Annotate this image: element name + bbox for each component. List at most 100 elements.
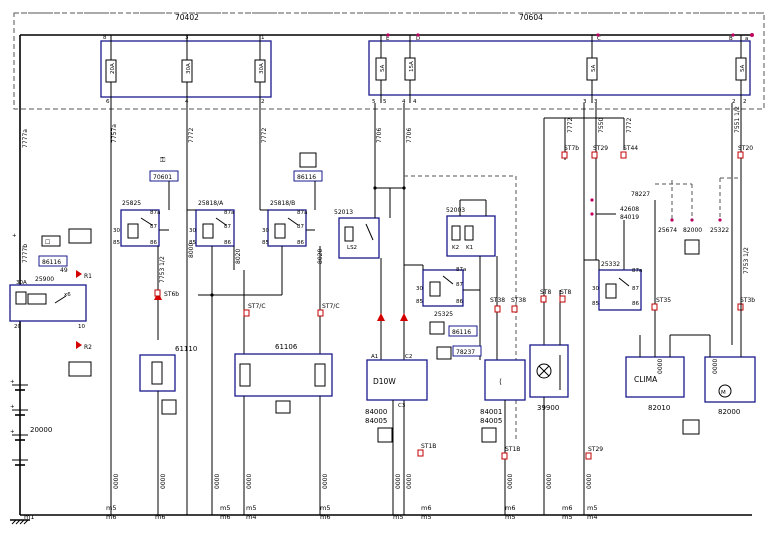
- svg-text:m5: m5: [393, 513, 403, 521]
- svg-text:52013: 52013: [334, 209, 353, 216]
- svg-text:84001: 84001: [480, 408, 502, 416]
- svg-text:7772: 7772: [567, 118, 574, 133]
- svg-text:D10W: D10W: [373, 377, 396, 386]
- svg-text:49: 49: [60, 267, 68, 274]
- svg-text:70601: 70601: [153, 174, 172, 181]
- svg-text:5: 5: [383, 99, 387, 105]
- svg-text:30: 30: [262, 228, 269, 234]
- svg-text:87a: 87a: [297, 210, 307, 216]
- svg-text:A1: A1: [371, 354, 378, 360]
- fuse-15a-d: 15A D 4 4: [402, 35, 420, 105]
- svg-text:K2: K2: [452, 245, 459, 251]
- svg-text:86: 86: [224, 240, 231, 246]
- svg-text:E: E: [386, 36, 390, 42]
- svg-text:25674: 25674: [658, 227, 677, 234]
- svg-text:7706: 7706: [376, 128, 383, 143]
- svg-text:87a: 87a: [456, 267, 466, 273]
- svg-text:ST7/C: ST7/C: [248, 303, 266, 310]
- svg-text:39900: 39900: [537, 404, 559, 412]
- fusebox-70604: [368, 40, 751, 96]
- connector-st6b: [154, 289, 161, 297]
- svg-text:78227: 78227: [631, 191, 650, 198]
- svg-text:8000: 8000: [188, 243, 195, 258]
- svg-text:7753 1/2: 7753 1/2: [159, 256, 166, 283]
- svg-text:0000: 0000: [395, 474, 402, 489]
- svg-text:m6: m6: [562, 504, 572, 512]
- svg-text:7706: 7706: [406, 128, 413, 143]
- svg-text:0000: 0000: [507, 474, 514, 489]
- svg-text:5: 5: [372, 99, 376, 105]
- svg-text:25818/B: 25818/B: [270, 200, 295, 207]
- motor-82000: M 82000: [704, 356, 756, 416]
- svg-text:25322: 25322: [710, 227, 729, 234]
- svg-text:20A: 20A: [110, 63, 116, 74]
- ref-86116-left: [38, 255, 68, 267]
- ref-78237: [452, 345, 482, 357]
- svg-text:7772: 7772: [188, 128, 195, 143]
- svg-text:25325: 25325: [434, 311, 453, 318]
- svg-text:87: 87: [224, 224, 231, 230]
- svg-text:ST1B: ST1B: [505, 446, 520, 453]
- fusebox-70402-label: 70402: [175, 13, 199, 22]
- svg-text:D: D: [416, 36, 420, 42]
- svg-text:82010: 82010: [648, 404, 670, 412]
- svg-text:25818/A: 25818/A: [198, 200, 224, 207]
- svg-text:2: 2: [743, 99, 747, 105]
- svg-text:m4: m4: [587, 513, 597, 521]
- connector-st1b-b: [501, 452, 508, 460]
- svg-text:ST29: ST29: [588, 446, 603, 453]
- relay-25818-b: 25818/B 30 87a 87 85 86: [262, 200, 307, 247]
- svg-text:m5: m5: [421, 513, 431, 521]
- svg-text:R1: R1: [84, 273, 92, 280]
- connector-st29-b: [585, 452, 592, 460]
- svg-text:84005: 84005: [480, 417, 502, 425]
- svg-text:ST3b: ST3b: [740, 297, 755, 304]
- svg-text:87a: 87a: [150, 210, 160, 216]
- svg-text:0000: 0000: [214, 474, 221, 489]
- svg-text:m6: m6: [320, 513, 330, 521]
- svg-text:85: 85: [189, 240, 196, 246]
- svg-text:0000: 0000: [322, 474, 329, 489]
- svg-text:C3: C3: [398, 403, 406, 409]
- svg-text:30: 30: [592, 286, 599, 292]
- connector-st1b-a: [417, 449, 424, 457]
- svg-text:x6: x6: [64, 292, 71, 298]
- svg-text:ST7b: ST7b: [564, 145, 579, 152]
- connector-st29: [591, 151, 598, 159]
- svg-text:CLIMA: CLIMA: [634, 375, 658, 384]
- svg-text:84000: 84000: [365, 408, 387, 416]
- svg-text:15A: 15A: [409, 61, 415, 72]
- svg-text:3: 3: [594, 99, 598, 105]
- svg-text:7757a: 7757a: [111, 124, 118, 143]
- svg-text:+: +: [10, 404, 15, 410]
- wire-7777b: 7777b: [22, 244, 29, 263]
- svg-text:B: B: [729, 36, 733, 42]
- svg-text:m6: m6: [155, 513, 165, 521]
- resistor-61106: 61106: [234, 343, 333, 397]
- svg-text:C: C: [597, 36, 601, 42]
- svg-text:7550: 7550: [598, 118, 605, 133]
- svg-text:25900: 25900: [35, 276, 54, 283]
- svg-text:0000: 0000: [406, 474, 413, 489]
- svg-text:82000: 82000: [683, 227, 702, 234]
- connector-st7b: [561, 151, 568, 159]
- fuse-20a: 20A 8 6: [103, 35, 117, 105]
- pressostat-52013: 52013 LS2: [334, 209, 380, 259]
- connector-st44: [620, 151, 627, 159]
- svg-text:86116: 86116: [452, 329, 471, 336]
- lamp-39900: 39900: [529, 344, 569, 412]
- ref-86116-mid: [293, 170, 323, 182]
- pressostat-52003: 52003 K2 K1: [446, 207, 496, 257]
- svg-text:LS2: LS2: [347, 245, 357, 251]
- svg-text:ST7/C: ST7/C: [322, 303, 340, 310]
- svg-text:86: 86: [632, 301, 639, 307]
- svg-text:ST35: ST35: [656, 297, 671, 304]
- fuse-5a-c: 5A C 3 3: [583, 35, 601, 105]
- svg-text:3: 3: [185, 35, 189, 41]
- svg-text:25825: 25825: [122, 200, 141, 207]
- svg-text:M: M: [721, 390, 726, 396]
- svg-text:78237: 78237: [456, 349, 475, 356]
- svg-text:7753 1/2: 7753 1/2: [743, 247, 750, 274]
- svg-text:m4: m4: [246, 513, 256, 521]
- svg-text:84005: 84005: [365, 417, 387, 425]
